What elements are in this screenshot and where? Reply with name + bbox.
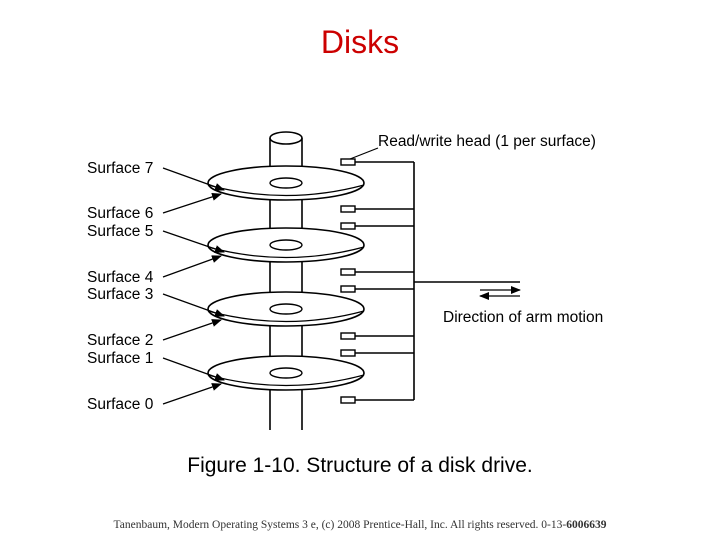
surface-label-6: Surface 6 (87, 205, 153, 222)
disk-drive-diagram: Read/write head (1 per surface) Directio… (87, 131, 603, 430)
read-write-heads (340, 158, 356, 404)
arm-assembly (355, 161, 520, 401)
figure-caption: Figure 1-10. Structure of a disk drive. (187, 454, 533, 477)
platter-third (207, 291, 365, 327)
surface-label-5: Surface 5 (87, 223, 153, 240)
surface-arrows (162, 167, 225, 405)
arm-motion-label: Direction of arm motion (443, 309, 603, 326)
platter-top (207, 165, 365, 201)
surface-label-7: Surface 7 (87, 160, 153, 177)
surface-label-1: Surface 1 (87, 350, 153, 367)
surface-label-4: Surface 4 (87, 269, 154, 286)
head-label: Read/write head (1 per surface) (378, 133, 596, 150)
surface-label-3: Surface 3 (87, 286, 153, 303)
head-label-leader (349, 147, 379, 160)
platter-bottom (207, 355, 365, 391)
platter-second (207, 227, 365, 263)
surface-label-2: Surface 2 (87, 332, 153, 349)
surface-label-0: Surface 0 (87, 396, 154, 413)
slide-title: Disks (320, 24, 400, 60)
footer-isbn: 6006639 (566, 519, 607, 531)
copyright-footer: Tanenbaum, Modern Operating Systems 3 e,… (0, 519, 720, 531)
arm-motion-arrows (479, 286, 521, 300)
footer-text: Tanenbaum, Modern Operating Systems 3 e,… (113, 519, 567, 531)
